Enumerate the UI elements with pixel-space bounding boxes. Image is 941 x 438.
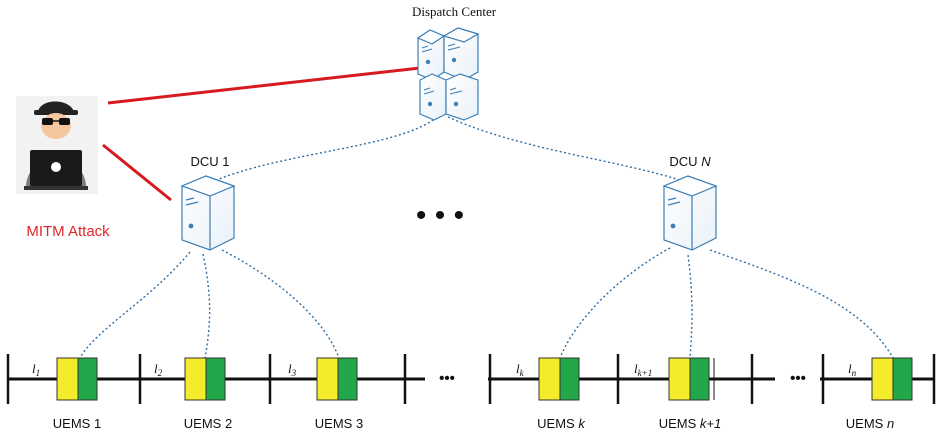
uems-label-1: UEMS 1 <box>53 416 101 431</box>
link-dcuN-uemsk <box>559 247 671 359</box>
uems-block-3 <box>316 357 358 401</box>
link-dcu1-uems1 <box>79 251 191 359</box>
bus-ellipsis-2: ••• <box>790 370 806 387</box>
segment-label-k: lk <box>516 361 525 378</box>
mitm-attack-label: MITM Attack <box>26 223 110 240</box>
dcu1-label: DCU 1 <box>190 154 229 169</box>
uems-label-n: UEMS n <box>846 416 894 431</box>
segment-label-k1: lk+1 <box>634 361 652 378</box>
link-dcuN-uemsk1 <box>687 254 693 359</box>
dcuN-label: DCU N <box>669 154 711 169</box>
dispatch-center-server-icon <box>416 27 480 121</box>
link-dispatch-dcu1 <box>211 116 438 183</box>
uems-block-k <box>538 357 580 401</box>
uems-label-2: UEMS 2 <box>184 416 232 431</box>
dotted-links <box>79 116 894 359</box>
bus-ticks <box>6 354 936 404</box>
dcuN-server-icon <box>662 175 718 251</box>
uems-block-1 <box>56 357 98 401</box>
dcu-ellipsis: • • • <box>416 199 464 232</box>
dispatch-center-label: Dispatch Center <box>412 4 497 19</box>
uems-label-k: UEMS k <box>537 416 586 431</box>
uems-block-2 <box>184 357 226 401</box>
segment-label-n: ln <box>848 361 857 378</box>
bus-ellipsis-1: ••• <box>439 370 455 387</box>
dcu1-server-icon <box>180 175 236 251</box>
link-dcuN-uemsn <box>709 249 894 359</box>
hacker-icon <box>16 96 98 194</box>
link-dcu1-uems3 <box>221 249 340 359</box>
attack-line-to-dispatch <box>107 66 421 105</box>
uems-block-n <box>871 357 913 401</box>
link-dcu1-uems2 <box>202 253 211 359</box>
attack-line-to-dcu1 <box>102 143 172 202</box>
uems-label-k1: UEMS k+1 <box>659 416 722 431</box>
uems-label-3: UEMS 3 <box>315 416 363 431</box>
uems-block-k1 <box>668 357 710 401</box>
segment-label-1: l1 <box>32 361 40 378</box>
segment-label-2: l2 <box>154 361 163 378</box>
link-dispatch-dcuN <box>447 116 687 183</box>
segment-label-3: l3 <box>288 361 297 378</box>
